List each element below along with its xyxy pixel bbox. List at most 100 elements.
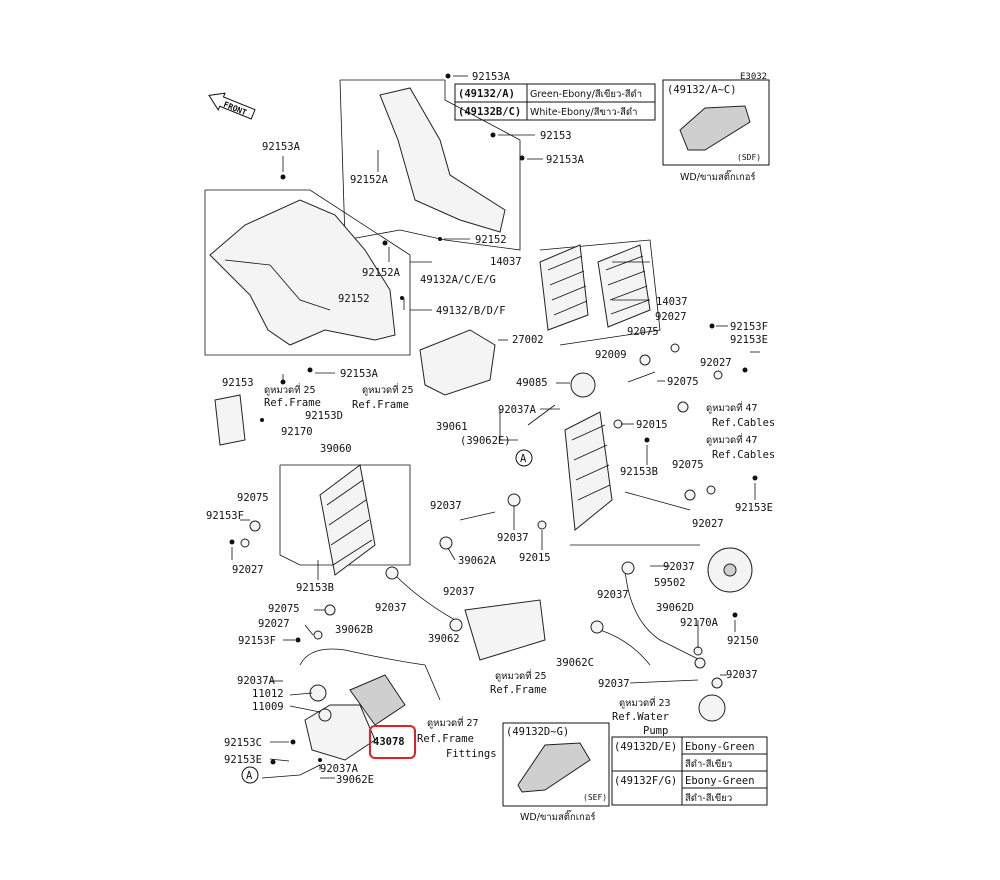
- marker-a: [241, 766, 259, 784]
- part-label: 92153F: [238, 635, 276, 647]
- part-label: 92153: [540, 130, 572, 142]
- ref-label: Pump: [643, 725, 668, 737]
- highlight-43078: [369, 725, 416, 759]
- part-labels: 92153A 92153 92153A 92152A 92152 49132A/…: [206, 71, 775, 786]
- part-label: 92015: [519, 552, 551, 564]
- part-label: 92037: [663, 561, 695, 573]
- table-cell: สีดำ-สีเขียว: [685, 758, 732, 770]
- part-label: 92153F: [730, 321, 768, 333]
- part-label: 39061: [436, 421, 468, 433]
- part-label: 92027: [258, 618, 290, 630]
- radiator-grill-left: [539, 244, 589, 331]
- part-label: 39062A: [458, 555, 497, 567]
- part-label: 92027: [232, 564, 264, 576]
- table-cell: Green-Ebony/สีเขียว-สีดำ: [530, 88, 642, 100]
- part-label: 92153A: [262, 141, 301, 153]
- part-label: 39062E: [336, 774, 374, 786]
- table-cell: Ebony-Green: [685, 741, 755, 753]
- ref-label: Ref.Frame: [352, 399, 409, 411]
- hoses: [261, 404, 701, 779]
- part-label: 92153E: [735, 502, 773, 514]
- part-label: 92152: [475, 234, 507, 246]
- part-label-highlighted: 43078: [373, 736, 405, 748]
- part-label: 92153: [222, 377, 254, 389]
- shroud-decal-icon: [679, 105, 751, 151]
- frame-bracket: [214, 394, 246, 446]
- part-label: 39062D: [656, 602, 694, 614]
- inset-tag: (SDF): [737, 153, 761, 162]
- table-cell: (49132F/G): [614, 775, 677, 787]
- part-label: 92037: [375, 602, 407, 614]
- part-label: 39062C: [556, 657, 594, 669]
- table-cell: White-Ebony/สีขาว-สีดำ: [530, 106, 637, 118]
- part-label: 49132A/C/E/G: [420, 274, 496, 286]
- ref-label: Ref.Frame: [264, 397, 321, 409]
- ref-label: ดูหมวดที่ 27: [427, 716, 479, 729]
- radiator-shroud: [209, 199, 396, 346]
- color-table-bottom: (49132D/E) Ebony-Green สีดำ-สีเขียว (491…: [611, 736, 768, 806]
- part-label: 92153E: [730, 334, 768, 346]
- part-label: 92075: [667, 376, 699, 388]
- part-label: 92170A: [680, 617, 719, 629]
- part-label: 92037: [497, 532, 529, 544]
- part-label: 92153D: [305, 410, 343, 422]
- part-label: 92153A: [472, 71, 511, 83]
- marker-a-label: A: [520, 453, 527, 465]
- part-label: 92037A: [237, 675, 276, 687]
- radiator-cap: [570, 372, 596, 398]
- radiator-right: [564, 372, 613, 531]
- part-label: 92027: [692, 518, 724, 530]
- bolt-icons: [229, 73, 758, 765]
- shroud-decal-icon: [517, 742, 591, 793]
- part-label: 92153A: [340, 368, 379, 380]
- part-label: 92153F: [206, 510, 244, 522]
- part-label: 49085: [516, 377, 548, 389]
- inset-title: (49132/A~C): [667, 84, 737, 96]
- part-label: 39062: [428, 633, 460, 645]
- inset-tag: (SEF): [583, 793, 607, 802]
- part-label: 92153E: [224, 754, 262, 766]
- ref-label: Ref.Cables: [712, 449, 775, 461]
- part-label: 14037: [490, 256, 522, 268]
- part-label: 92153B: [620, 466, 658, 478]
- shroud-bracket: [379, 87, 506, 233]
- ref-label: ดูหมวดที่ 25: [264, 383, 316, 396]
- part-label: 92153B: [296, 582, 334, 594]
- part-label: 92075: [268, 603, 300, 615]
- part-label: 92153A: [546, 154, 585, 166]
- reservoir-tank: [304, 674, 406, 761]
- cooling-fan: [707, 547, 753, 593]
- part-label: 92027: [655, 311, 687, 323]
- part-label: 92037A: [320, 763, 359, 775]
- ref-label: Ref.Frame: [417, 733, 474, 745]
- part-label: 92153C: [224, 737, 262, 749]
- part-label: 49132/B/D/F: [436, 305, 506, 317]
- ref-label: Ref.Cables: [712, 417, 775, 429]
- ref-label: ดูหมวดที่ 23: [619, 696, 671, 709]
- front-arrow-icon: FRONT: [208, 92, 256, 120]
- diagram-code: E3032: [740, 72, 767, 82]
- part-label: 92152A: [350, 174, 389, 186]
- part-label: 92009: [595, 349, 627, 361]
- part-label: 92075: [237, 492, 269, 504]
- inset-caption: WD/ขามสติ๊กเกอร์: [680, 169, 756, 183]
- part-label: 92037: [443, 586, 475, 598]
- color-table-top: (49132/A) Green-Ebony/สีเขียว-สีดำ (4913…: [454, 83, 656, 121]
- group-outlines: [204, 79, 661, 566]
- ref-label: Ref.Frame: [490, 684, 547, 696]
- part-label: 39060: [320, 443, 352, 455]
- frame-bracket: [419, 329, 496, 396]
- inset-bottom: (49132D~G) (SEF) WD/ขามสติ๊กเกอร์: [502, 722, 610, 823]
- inset-top: (49132/A~C) (SDF) WD/ขามสติ๊กเกอร์: [662, 79, 770, 183]
- part-label: (39062E): [460, 435, 511, 447]
- part-label: 59502: [654, 577, 686, 589]
- radiator-left: [319, 464, 376, 576]
- part-label: 14037: [656, 296, 688, 308]
- table-cell: (49132/A): [458, 88, 515, 100]
- part-label: 92037: [430, 500, 462, 512]
- frame-bracket: [464, 599, 546, 661]
- table-cell: สีดำ-สีเขียว: [685, 792, 732, 804]
- washer-icons: [240, 343, 723, 689]
